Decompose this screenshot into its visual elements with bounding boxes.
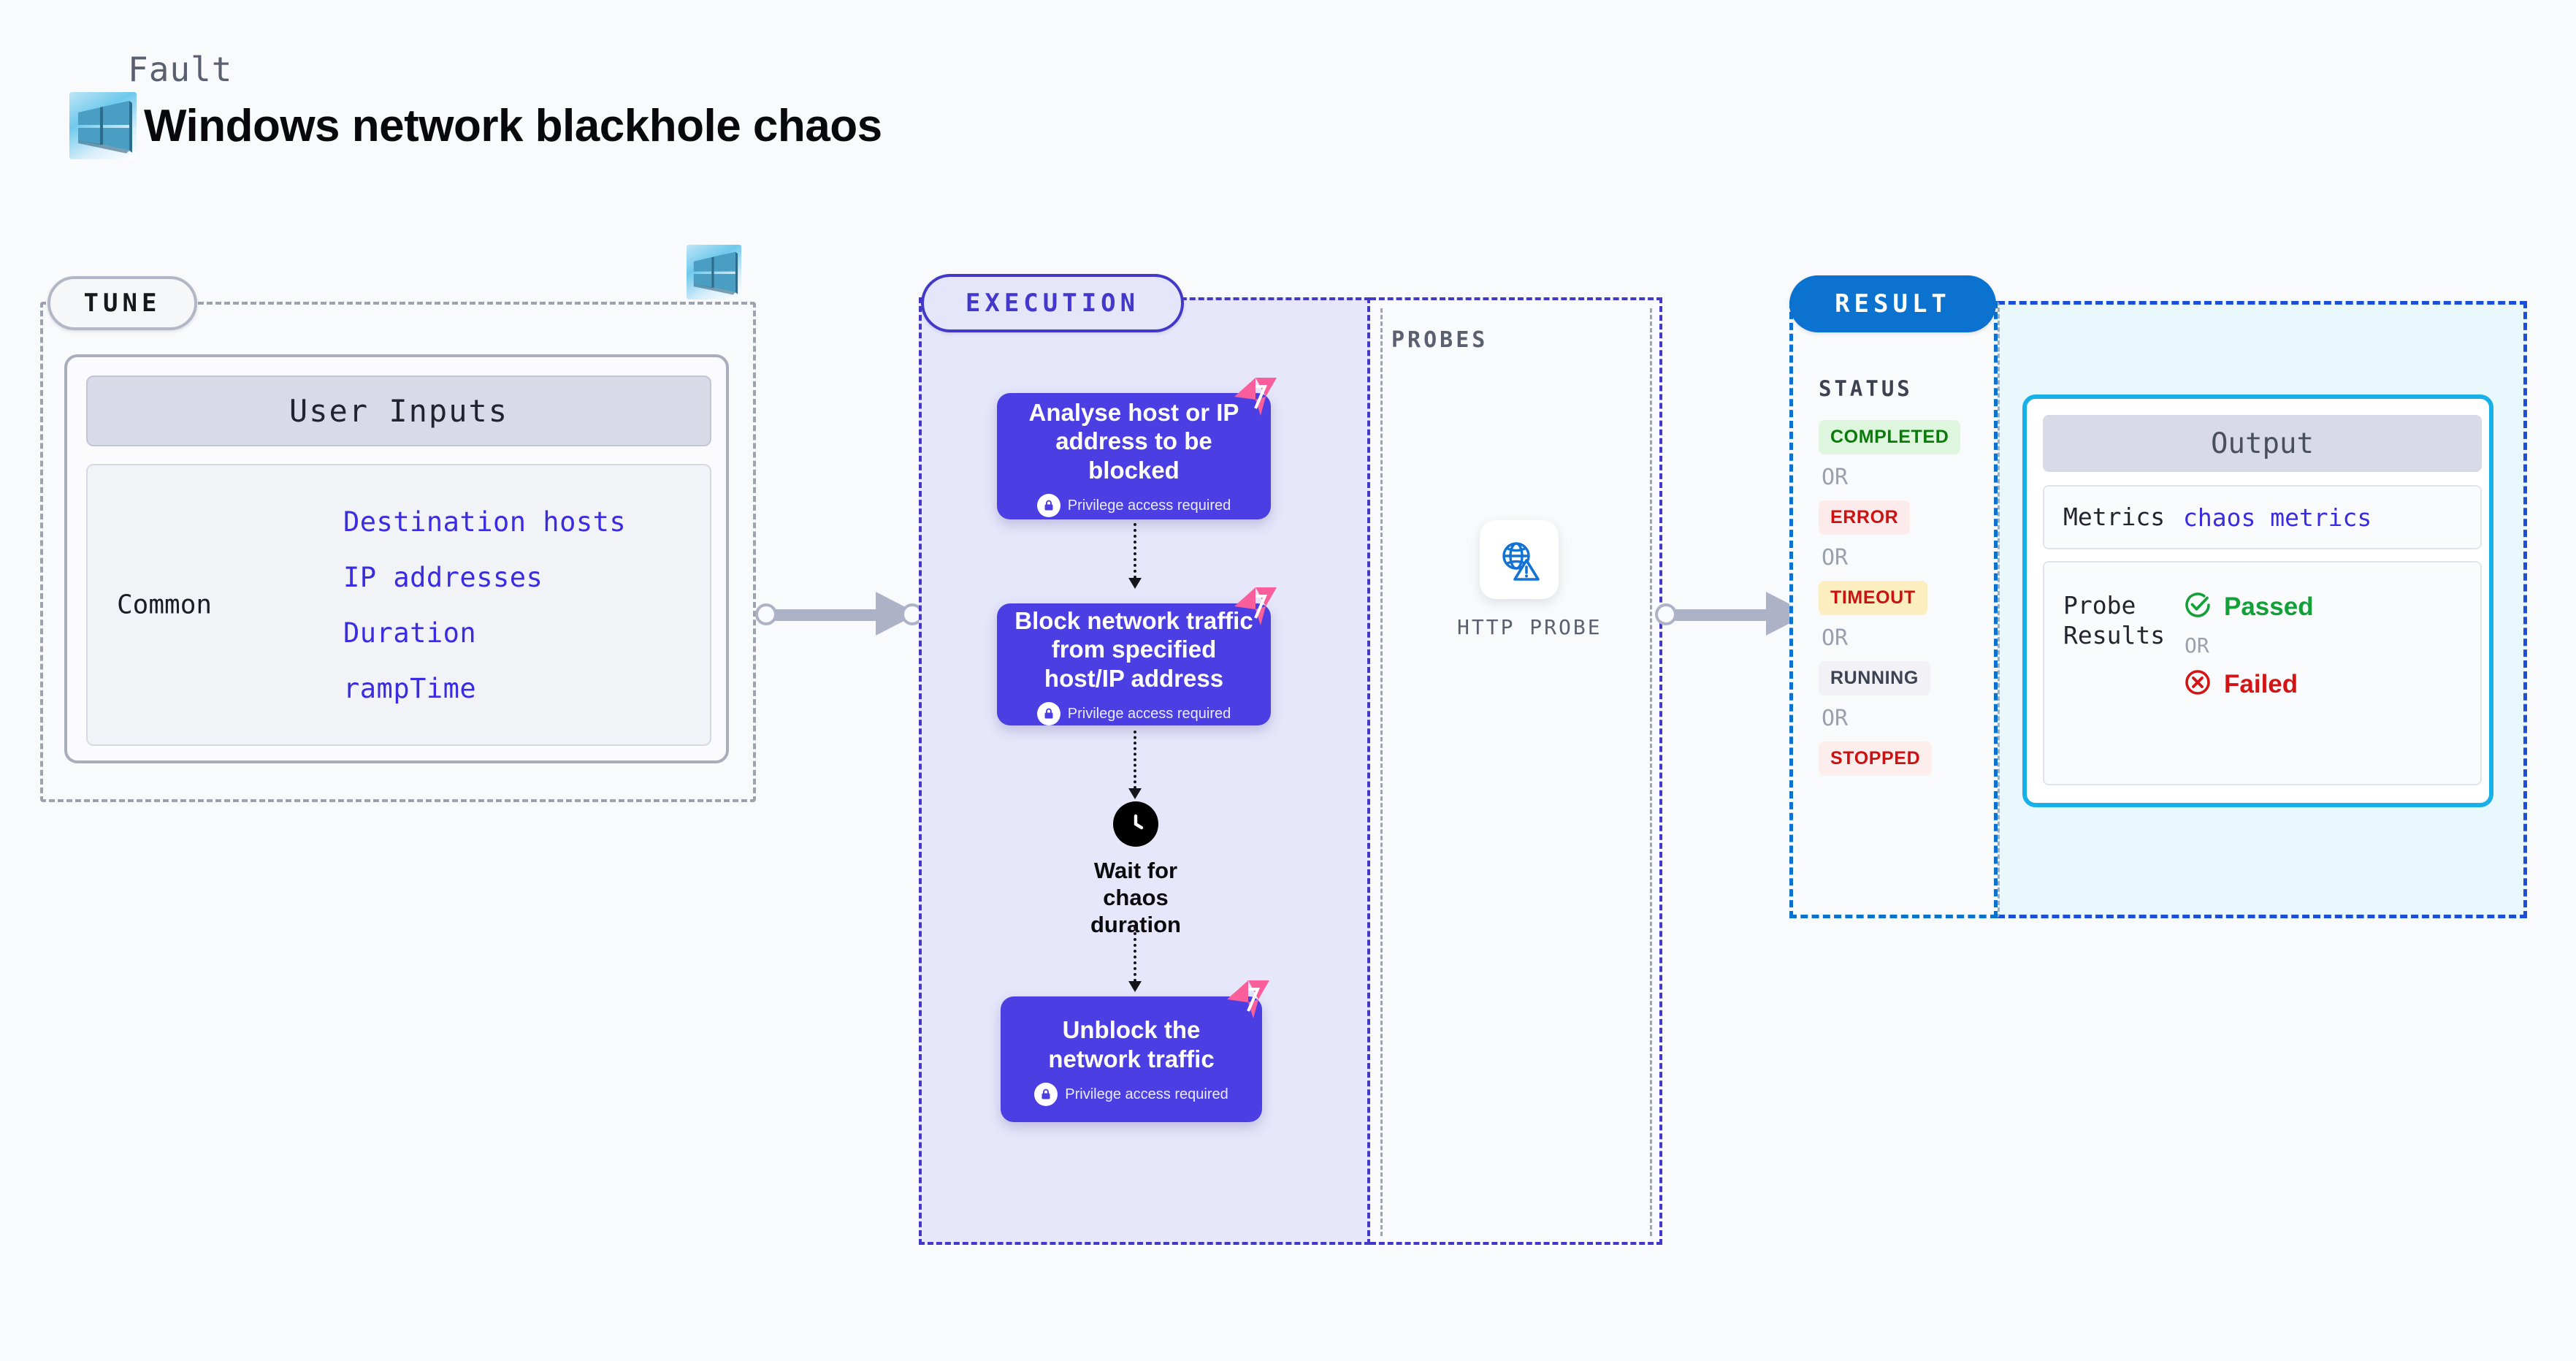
lock-icon [1036,494,1060,518]
result-pill[interactable]: RESULT [1789,275,1996,332]
metrics-key: Metrics [2063,503,2166,532]
passed-label: Passed [2224,592,2314,621]
probe-node[interactable]: HTTP PROBE [1457,520,1602,639]
or-separator: OR [1822,465,1849,490]
probe-result-failed: Failed [2183,668,2314,701]
status-badge: COMPLETED [1819,420,1961,454]
privilege-text: Privilege access required [1067,705,1231,722]
connector-tune-to-execution [755,592,923,636]
input-parameter[interactable]: IP addresses [343,561,543,593]
or-separator: OR [2185,633,2209,657]
flow-arrow [1128,731,1142,799]
output-title: Output [2211,427,2314,460]
execution-step-title: Unblock the network traffic [1048,1015,1215,1072]
tune-pill[interactable]: TUNE [47,276,197,330]
fault-kicker: Fault [128,50,233,89]
output-card: Output Metrics chaos metrics Probe Resul… [2022,394,2493,807]
privilege-note: Privilege access required [1036,702,1231,726]
output-header: Output [2043,415,2482,472]
output-metrics-row: Metrics chaos metrics [2043,485,2482,549]
status-list: COMPLETED OR ERROR OR TIMEOUT OR RUNNING… [1819,420,1976,776]
probes-group [1370,297,1662,1245]
page-header: Fault Windows network blackhole cha [69,50,882,159]
execution-pill[interactable]: EXECUTION [921,274,1184,332]
status-badge: ERROR [1819,500,1911,535]
user-inputs-card: User Inputs Common Destination hosts IP … [64,354,729,763]
tune-group [40,302,756,802]
status-badge: STOPPED [1819,742,1933,776]
status-badge: TIMEOUT [1819,581,1927,615]
privilege-note: Privilege access required [1034,1083,1228,1107]
input-parameter[interactable]: Duration [343,617,477,649]
check-circle-icon [2183,590,2212,623]
wait-node: Wait for chaos duration [1077,801,1194,939]
status-badge: RUNNING [1819,661,1930,695]
privilege-text: Privilege access required [1065,1086,1228,1102]
failed-label: Failed [2224,669,2298,698]
execution-step[interactable]: Unblock the network traffic Privilege ac… [1001,996,1262,1122]
or-separator: OR [1822,706,1849,731]
probe-results-values: Passed OR Failed [2183,590,2314,701]
page-title: Windows network blackhole chaos [144,100,882,151]
input-group-label: Common [117,590,213,620]
globe-warning-icon [1480,520,1559,599]
litmus-chaos-icon [1234,378,1277,416]
flow-arrow [1128,926,1142,992]
input-parameter[interactable]: rampTime [343,672,477,704]
wait-label: Wait for chaos duration [1090,858,1181,938]
x-circle-icon [2183,668,2212,701]
litmus-chaos-icon [1234,587,1277,625]
windows-logo-icon [69,92,137,159]
windows-logo-icon [687,245,741,300]
user-inputs-title: User Inputs [288,393,509,429]
clock-icon [1113,801,1158,847]
lock-icon [1034,1083,1058,1107]
connector-execution-to-result [1655,592,1814,636]
status-label: STATUS [1819,376,1913,401]
probe-results-key: Probe Results [2063,591,2166,650]
output-probe-results-row: Probe Results Passed OR [2043,561,2482,785]
input-parameter-list: Destination hosts IP addresses Duration … [343,465,626,744]
probe-label: HTTP PROBE [1457,615,1602,639]
probes-inner-divider [1380,308,1652,1236]
execution-step-title: Analyse host or IP address to be blocked [1028,398,1239,484]
metrics-value[interactable]: chaos metrics [2183,503,2372,532]
probes-label: PROBES [1391,327,1488,353]
flow-arrow [1128,523,1142,589]
input-parameter[interactable]: Destination hosts [343,506,627,538]
execution-step[interactable]: Analyse host or IP address to be blocked… [997,393,1271,519]
user-inputs-body: Common Destination hosts IP addresses Du… [86,464,711,746]
privilege-text: Privilege access required [1067,497,1231,514]
execution-step-title: Block network traffic from specified hos… [1014,606,1253,692]
litmus-chaos-icon [1227,980,1269,1018]
or-separator: OR [1822,625,1849,651]
execution-step[interactable]: Block network traffic from specified hos… [997,603,1271,726]
probe-result-passed: Passed [2183,590,2314,623]
or-separator: OR [1822,545,1849,571]
privilege-note: Privilege access required [1036,494,1231,518]
user-inputs-header: User Inputs [86,375,711,446]
lock-icon [1036,702,1060,726]
